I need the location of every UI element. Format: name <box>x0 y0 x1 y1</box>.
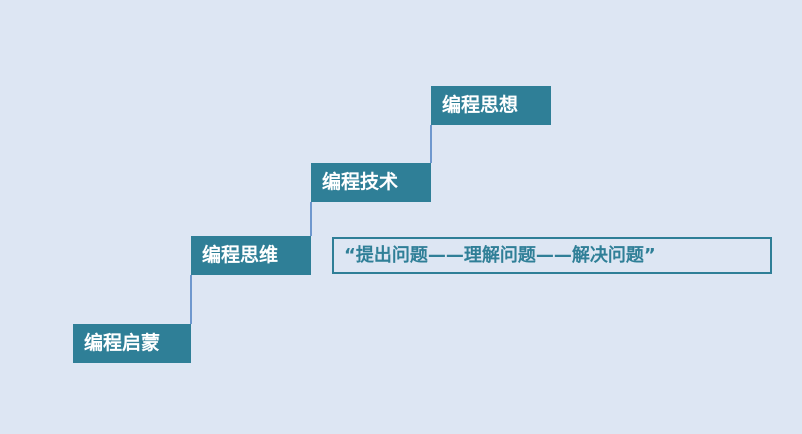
step-coding-philosophy: 编程思想 <box>431 86 551 125</box>
quote-box: “提出问题——理解问题——解决问题” <box>332 237 772 274</box>
step-coding-thinking: 编程思维 <box>191 236 311 275</box>
step-coding-enlightenment: 编程启蒙 <box>73 324 191 363</box>
step-coding-technique: 编程技术 <box>311 163 431 202</box>
